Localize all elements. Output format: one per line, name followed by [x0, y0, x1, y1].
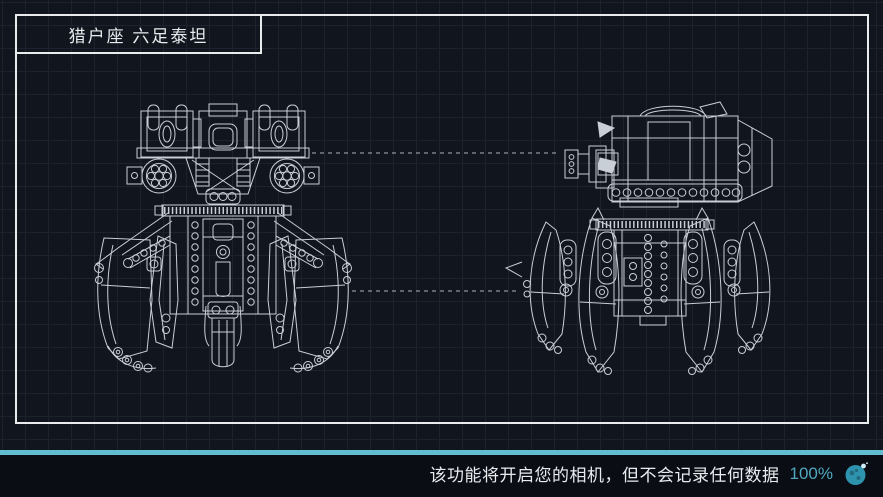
progress-bar — [0, 450, 883, 455]
model-title: 猎户座 六足泰坦 — [68, 26, 209, 46]
progress-percent: 100% — [789, 463, 833, 483]
title-box: 猎户座 六足泰坦 — [15, 14, 262, 54]
planet-icon — [845, 461, 868, 485]
progress-fill — [0, 450, 883, 455]
camera-privacy-notice: 该功能将开启您的相机，但不会记录任何数据 — [429, 466, 780, 485]
blueprint-frame — [15, 14, 869, 424]
footer-bar: 该功能将开启您的相机，但不会记录任何数据 100% — [0, 450, 883, 497]
